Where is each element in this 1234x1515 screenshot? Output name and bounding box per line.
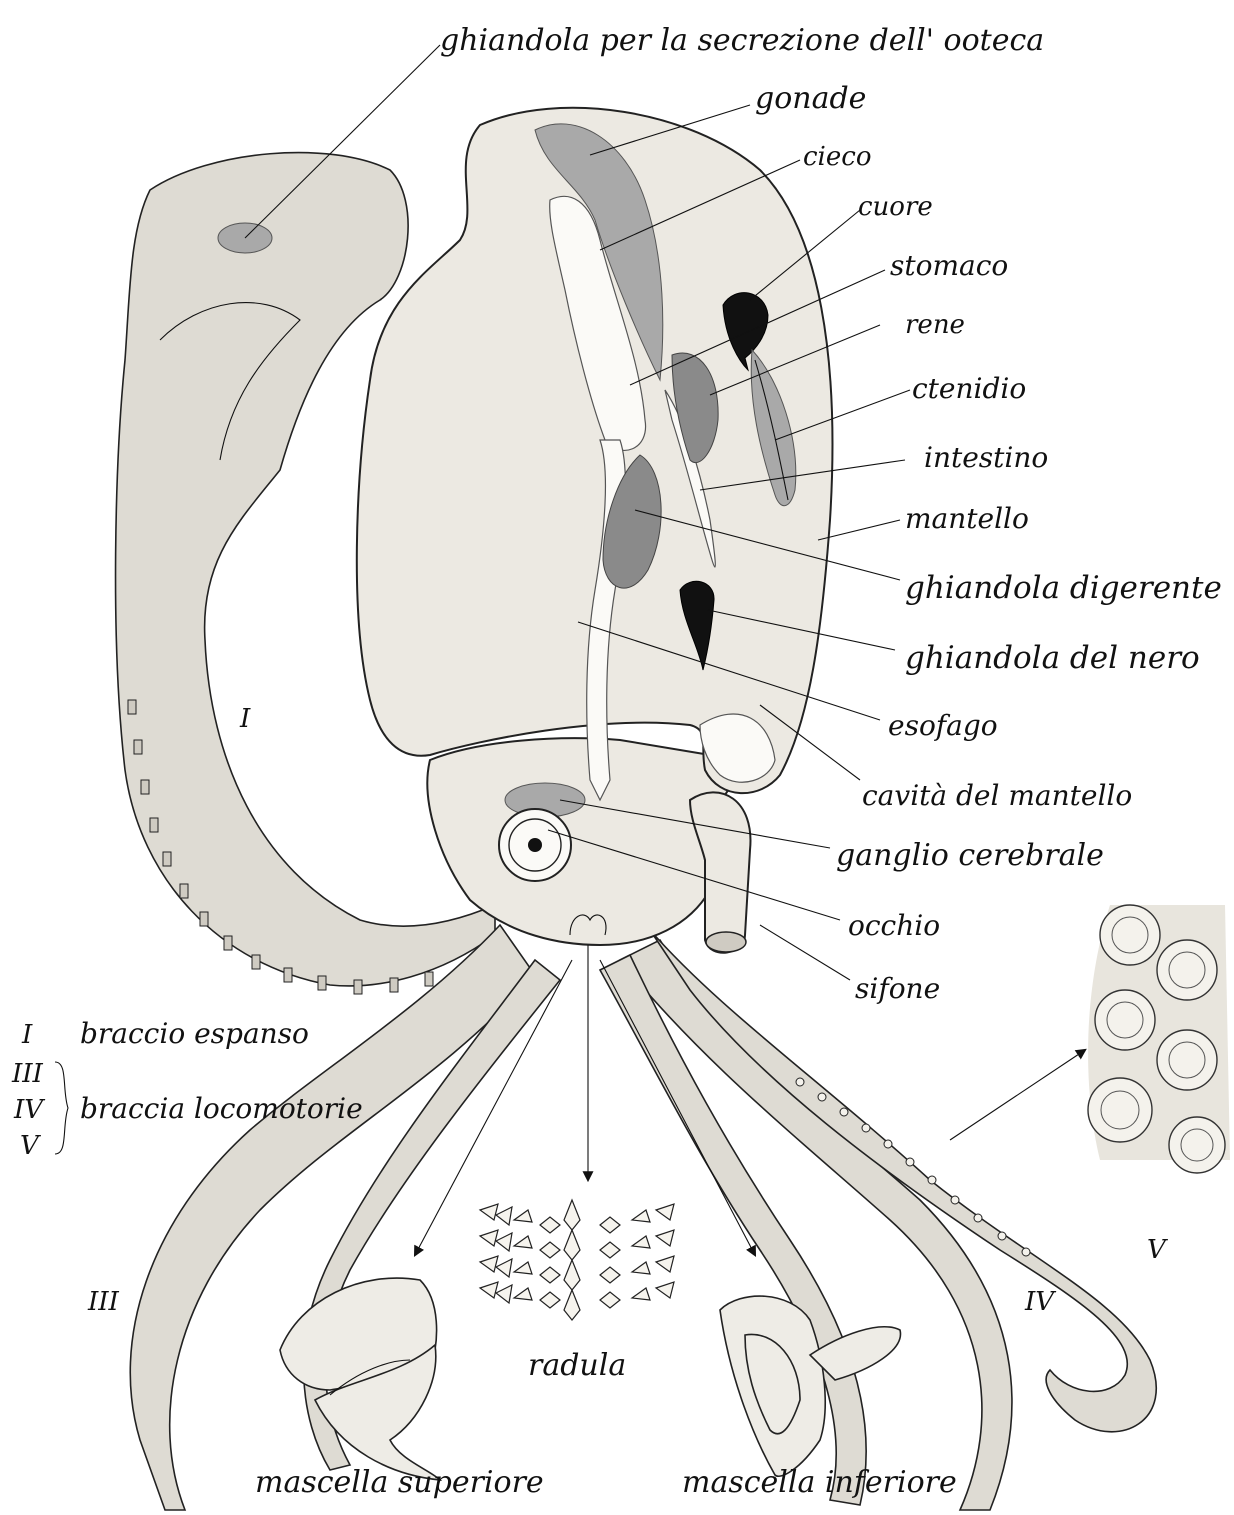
radula-column-4 [564, 1200, 580, 1320]
label-esofago: esofago [888, 709, 998, 742]
sucker-1 [1100, 905, 1160, 965]
legend-text-locomotor: braccia locomotorie [80, 1092, 363, 1125]
label-intestino: intestino [924, 441, 1048, 474]
label-ctenidio: ctenidio [912, 372, 1026, 405]
arm-marker-I: I [239, 704, 251, 734]
sucker-3 [1095, 990, 1155, 1050]
legend-numeral-V: V [20, 1131, 41, 1161]
radula-column-5 [600, 1217, 620, 1308]
legend-numeral-III: III [11, 1059, 44, 1089]
label-cavita-mantello: cavità del mantello [862, 779, 1132, 812]
upper-jaw-drawing [280, 1278, 440, 1480]
sucker-2 [1157, 940, 1217, 1000]
sucker-4 [1157, 1030, 1217, 1090]
arm-marker-III: III [87, 1287, 120, 1317]
sucker-6 [1169, 1117, 1225, 1173]
legend-numeral-IV: IV [13, 1095, 45, 1125]
eye-pupil [528, 838, 542, 852]
radula-column-7 [656, 1204, 674, 1298]
radula-column-3 [540, 1217, 560, 1308]
label-stomaco: stomaco [890, 249, 1008, 282]
label-rene: rene [905, 310, 965, 340]
label-sifone: sifone [855, 972, 940, 1005]
label-mascella-superiore: mascella superiore [255, 1465, 544, 1500]
label-radula: radula [528, 1348, 626, 1383]
label-occhio: occhio [848, 909, 940, 942]
label-ghiandola-digerente: ghiandola digerente [905, 570, 1222, 606]
label-mantello: mantello [905, 502, 1029, 535]
label-ghiandola-nero: ghiandola del nero [905, 640, 1200, 676]
label-gonade: gonade [755, 81, 866, 116]
siphon-opening [706, 932, 746, 952]
radula-column-1 [480, 1204, 512, 1303]
label-cuore: cuore [858, 192, 933, 222]
legend-text-expanded: braccio espanso [80, 1017, 309, 1050]
label-ganglio: ganglio cerebrale [836, 838, 1104, 873]
radula-column-6 [632, 1210, 650, 1300]
sucker-5 [1088, 1078, 1152, 1142]
legend-numeral-I: I [21, 1020, 33, 1050]
radula-column-2 [514, 1210, 532, 1300]
lower-jaw-drawing [720, 1296, 900, 1476]
radula-drawing [480, 1200, 674, 1320]
label-ooteca-gland: ghiandola per la secrezione dell' ooteca [440, 23, 1044, 58]
label-cieco: cieco [803, 142, 871, 172]
sucker-detail-inset [1088, 905, 1230, 1173]
arm-marker-IV: IV [1024, 1287, 1056, 1317]
legend-brace [55, 1062, 68, 1154]
arm-marker-V: V [1147, 1235, 1168, 1265]
label-mascella-inferiore: mascella inferiore [682, 1465, 957, 1500]
